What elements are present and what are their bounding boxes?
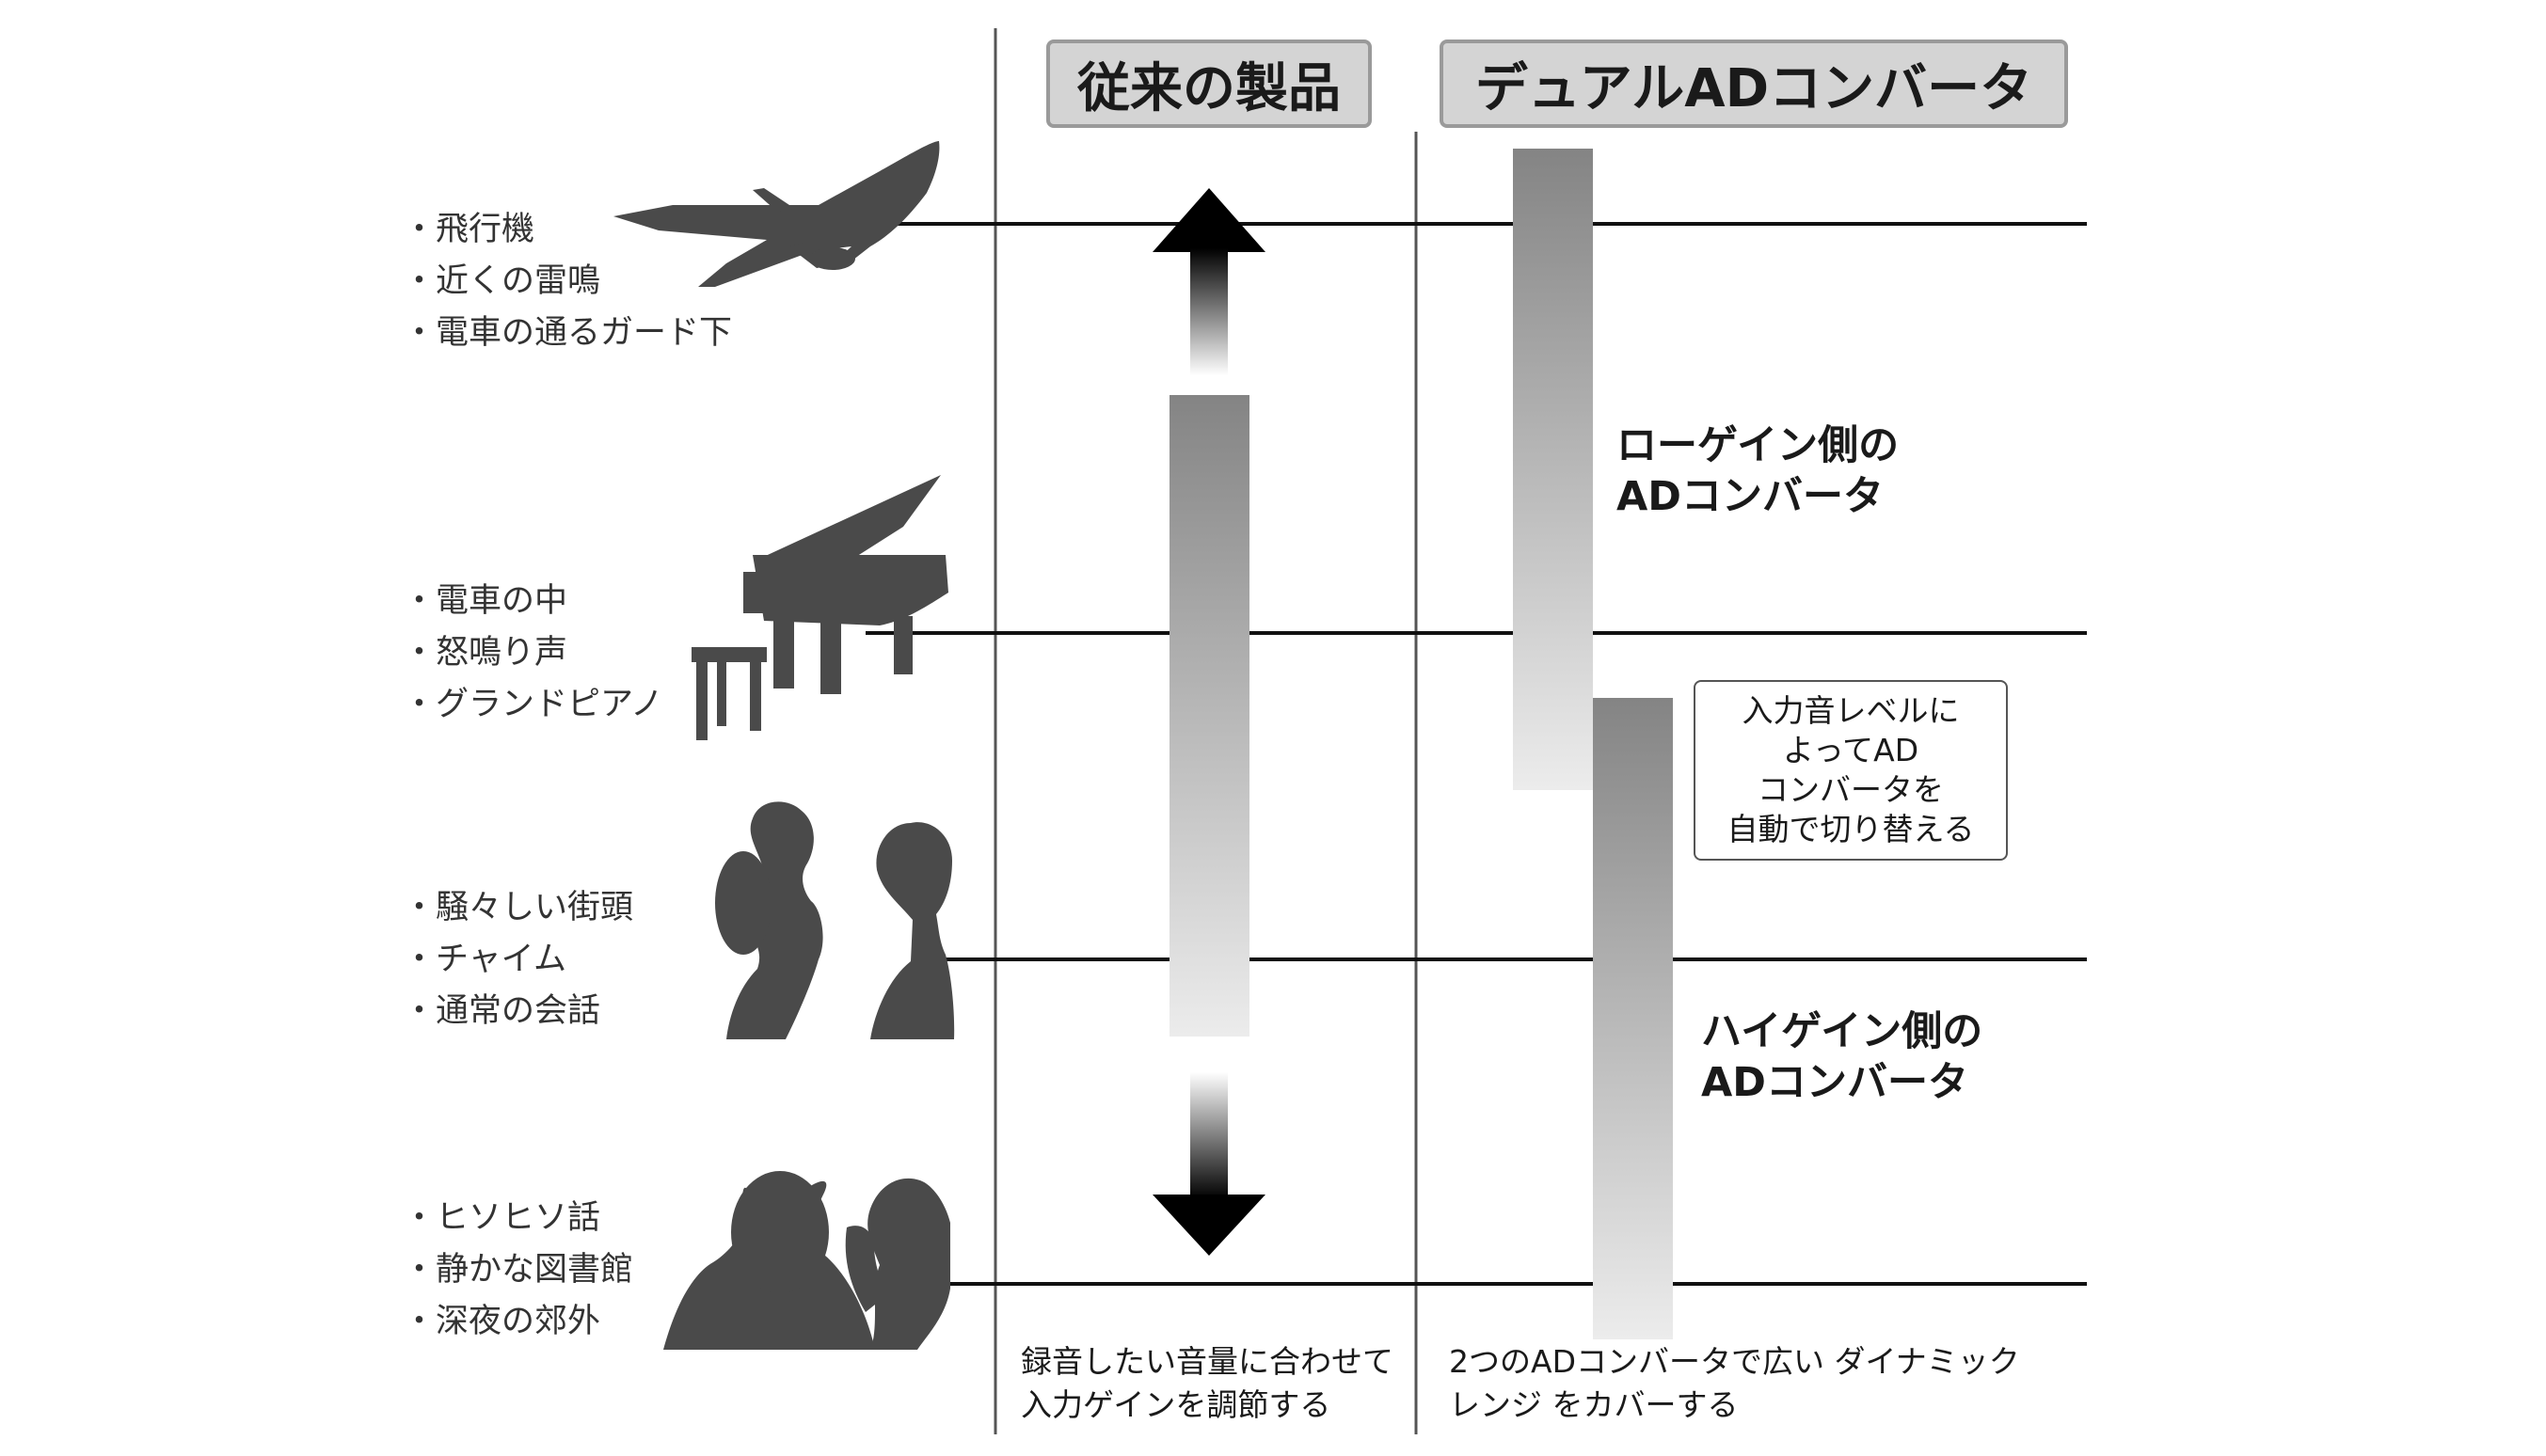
low-gain-bar: [1513, 149, 1593, 790]
low-gain-label-line: ADコンバータ: [1616, 473, 1884, 520]
scenario-loud: ・飛行機 ・近くの雷鳴 ・電車の通るガード下: [403, 204, 732, 359]
whisper-icon: [663, 1171, 950, 1350]
scenario-medium: ・騒々しい街頭 ・チャイム ・通常の会話: [403, 882, 633, 1037]
scenario-item: ・深夜の郊外: [403, 1303, 601, 1340]
scenario-item: ・チャイム: [403, 941, 566, 978]
scenario-item: ・電車の通るガード下: [403, 314, 733, 352]
note-line: 入力音レベルに: [1742, 692, 1960, 729]
arrow-up-shaft: [1190, 248, 1228, 375]
arrow-down-icon: [1153, 1195, 1265, 1256]
scenario-item: ・ヒソヒソ話: [403, 1199, 601, 1237]
scenario-quiet: ・ヒソヒソ話 ・静かな図書館 ・深夜の郊外: [403, 1193, 633, 1348]
scenario-item: ・飛行機: [403, 211, 535, 248]
note-line: 自動で切り替える: [1727, 811, 1975, 847]
high-gain-bar: [1593, 698, 1673, 1339]
footer-line: 入力ゲインを調節する: [1021, 1386, 1331, 1423]
scenario-medium-loud: ・電車の中 ・怒鳴り声 ・グランドピアノ: [403, 576, 663, 731]
high-gain-label-line: ハイゲイン側の: [1701, 1008, 1983, 1055]
footer-line: 録音したい音量に合わせて: [1021, 1343, 1393, 1380]
footer-conventional: 録音したい音量に合わせて 入力ゲインを調節する: [1021, 1340, 1393, 1427]
footer-line: レンジ をカバーする: [1449, 1386, 1739, 1423]
note-line: コンバータを: [1758, 771, 1944, 808]
scenario-item: ・電車の中: [403, 582, 568, 620]
airplane-icon: [613, 141, 940, 287]
header-conventional: 従来の製品: [1046, 40, 1372, 128]
auto-switch-note: 入力音レベルに よってAD コンバータを 自動で切り替える: [1694, 680, 2008, 861]
scenario-item: ・通常の会話: [403, 992, 601, 1030]
footer-line: 2つのADコンバータで広い ダイナミック: [1449, 1343, 2020, 1380]
conversation-icon: [715, 801, 955, 1039]
header-dual-ad: デュアルADコンバータ: [1440, 40, 2068, 128]
scenario-item: ・怒鳴り声: [403, 634, 568, 672]
conventional-gain-bar: [1170, 395, 1249, 1037]
low-gain-label: ローゲイン側の ADコンバータ: [1616, 420, 1899, 522]
scenario-item: ・グランドピアノ: [403, 686, 663, 723]
scenario-item: ・騒々しい街頭: [403, 889, 634, 926]
low-gain-label-line: ローゲイン側の: [1616, 422, 1900, 469]
high-gain-label: ハイゲイン側の ADコンバータ: [1701, 1006, 1982, 1108]
high-gain-label-line: ADコンバータ: [1701, 1059, 1968, 1106]
scenario-item: ・静かな図書館: [403, 1251, 634, 1289]
arrow-down-shaft: [1190, 1072, 1228, 1199]
grand-piano-icon: [692, 475, 948, 740]
scenario-item: ・近くの雷鳴: [403, 262, 601, 300]
footer-dual: 2つのADコンバータで広い ダイナミック レンジ をカバーする: [1449, 1340, 2020, 1427]
note-line: よってAD: [1782, 732, 1919, 768]
arrow-up-icon: [1153, 188, 1265, 252]
